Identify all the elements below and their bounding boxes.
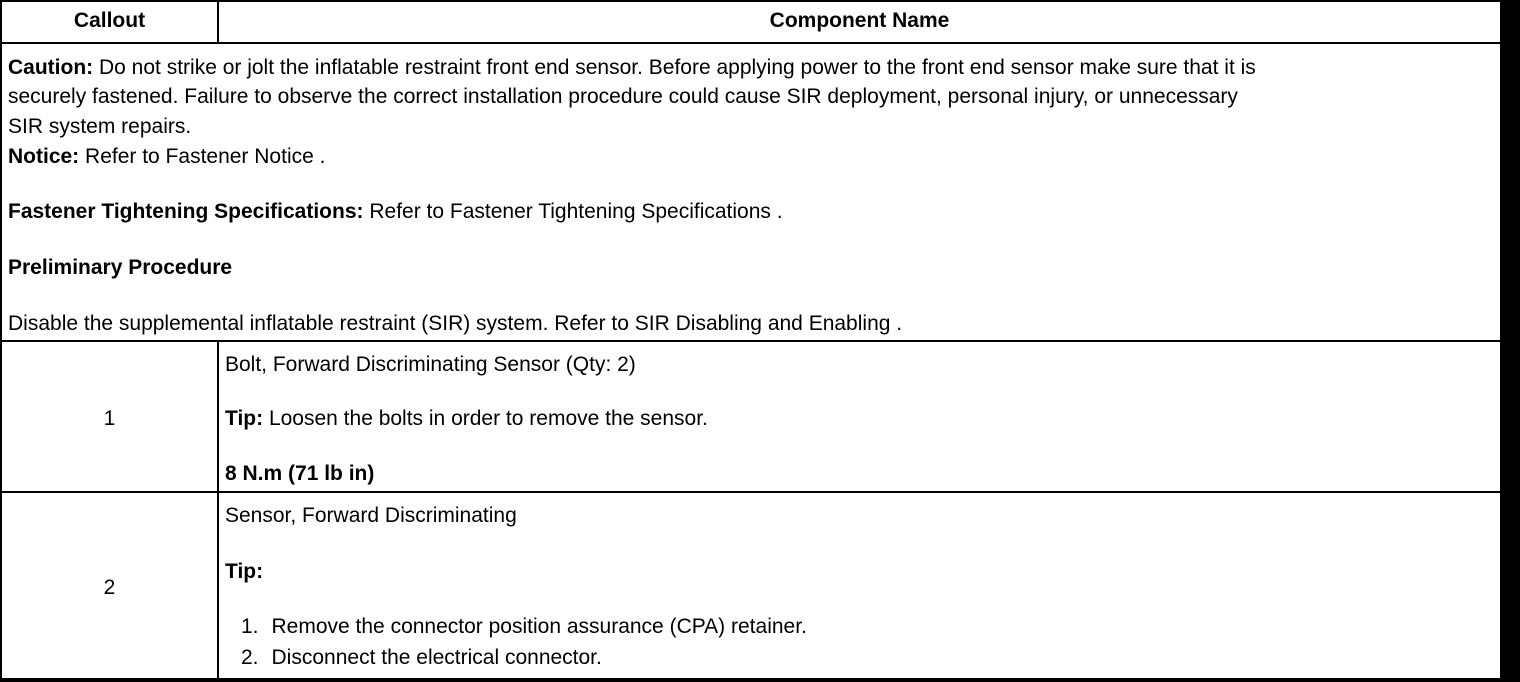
fastener-spec-label: Fastener Tightening Specifications: [8,200,364,223]
column-divider [217,340,219,680]
row-2-step-2: 2. Disconnect the electrical connector. [241,643,602,673]
notice-line: Notice: Refer to Fastener Notice . [8,145,326,168]
row-2-tip: Tip: [225,557,263,587]
row-2-name: Sensor, Forward Discriminating [225,504,517,527]
row-1-torque: 8 N.m (71 lb in) [225,462,375,485]
table-top-border [0,0,1500,2]
row-2-step-1: 1. Remove the connector position assuranc… [241,612,807,642]
notice-label: Notice: [8,145,80,168]
preliminary-text: Disable the supplemental inflatable rest… [8,312,903,335]
step-number: 1. [241,615,259,638]
row-2-callout: 2 [103,576,116,599]
row-1-tip: Tip: Loosen the bolts in order to remove… [225,407,708,430]
row-2-tip-label: Tip: [225,560,264,583]
fastener-spec-line: Fastener Tightening Specifications: Refe… [8,200,783,223]
header-column-divider [217,0,219,42]
caution-line-2: securely fastened. Failure to observe th… [8,85,1238,108]
caution-line-1: Caution: Do not strike or jolt the infla… [8,56,1256,79]
header-component-name: Component Name [769,9,950,32]
header-divider [0,42,1500,44]
step-text: Disconnect the electrical connector. [271,646,602,669]
step-text: Remove the connector position assurance … [271,615,807,638]
row-divider [0,491,1500,493]
row-1-name: Bolt, Forward Discriminating Sensor (Qty… [225,353,636,376]
caution-line-3: SIR system repairs. [8,115,192,138]
preliminary-heading: Preliminary Procedure [8,256,233,279]
row-1-callout: 1 [103,407,116,430]
intro-divider [0,340,1500,342]
step-number: 2. [241,646,259,669]
header-callout: Callout [73,9,146,32]
row-1-tip-label: Tip: [225,407,264,430]
caution-label: Caution: [8,56,94,79]
